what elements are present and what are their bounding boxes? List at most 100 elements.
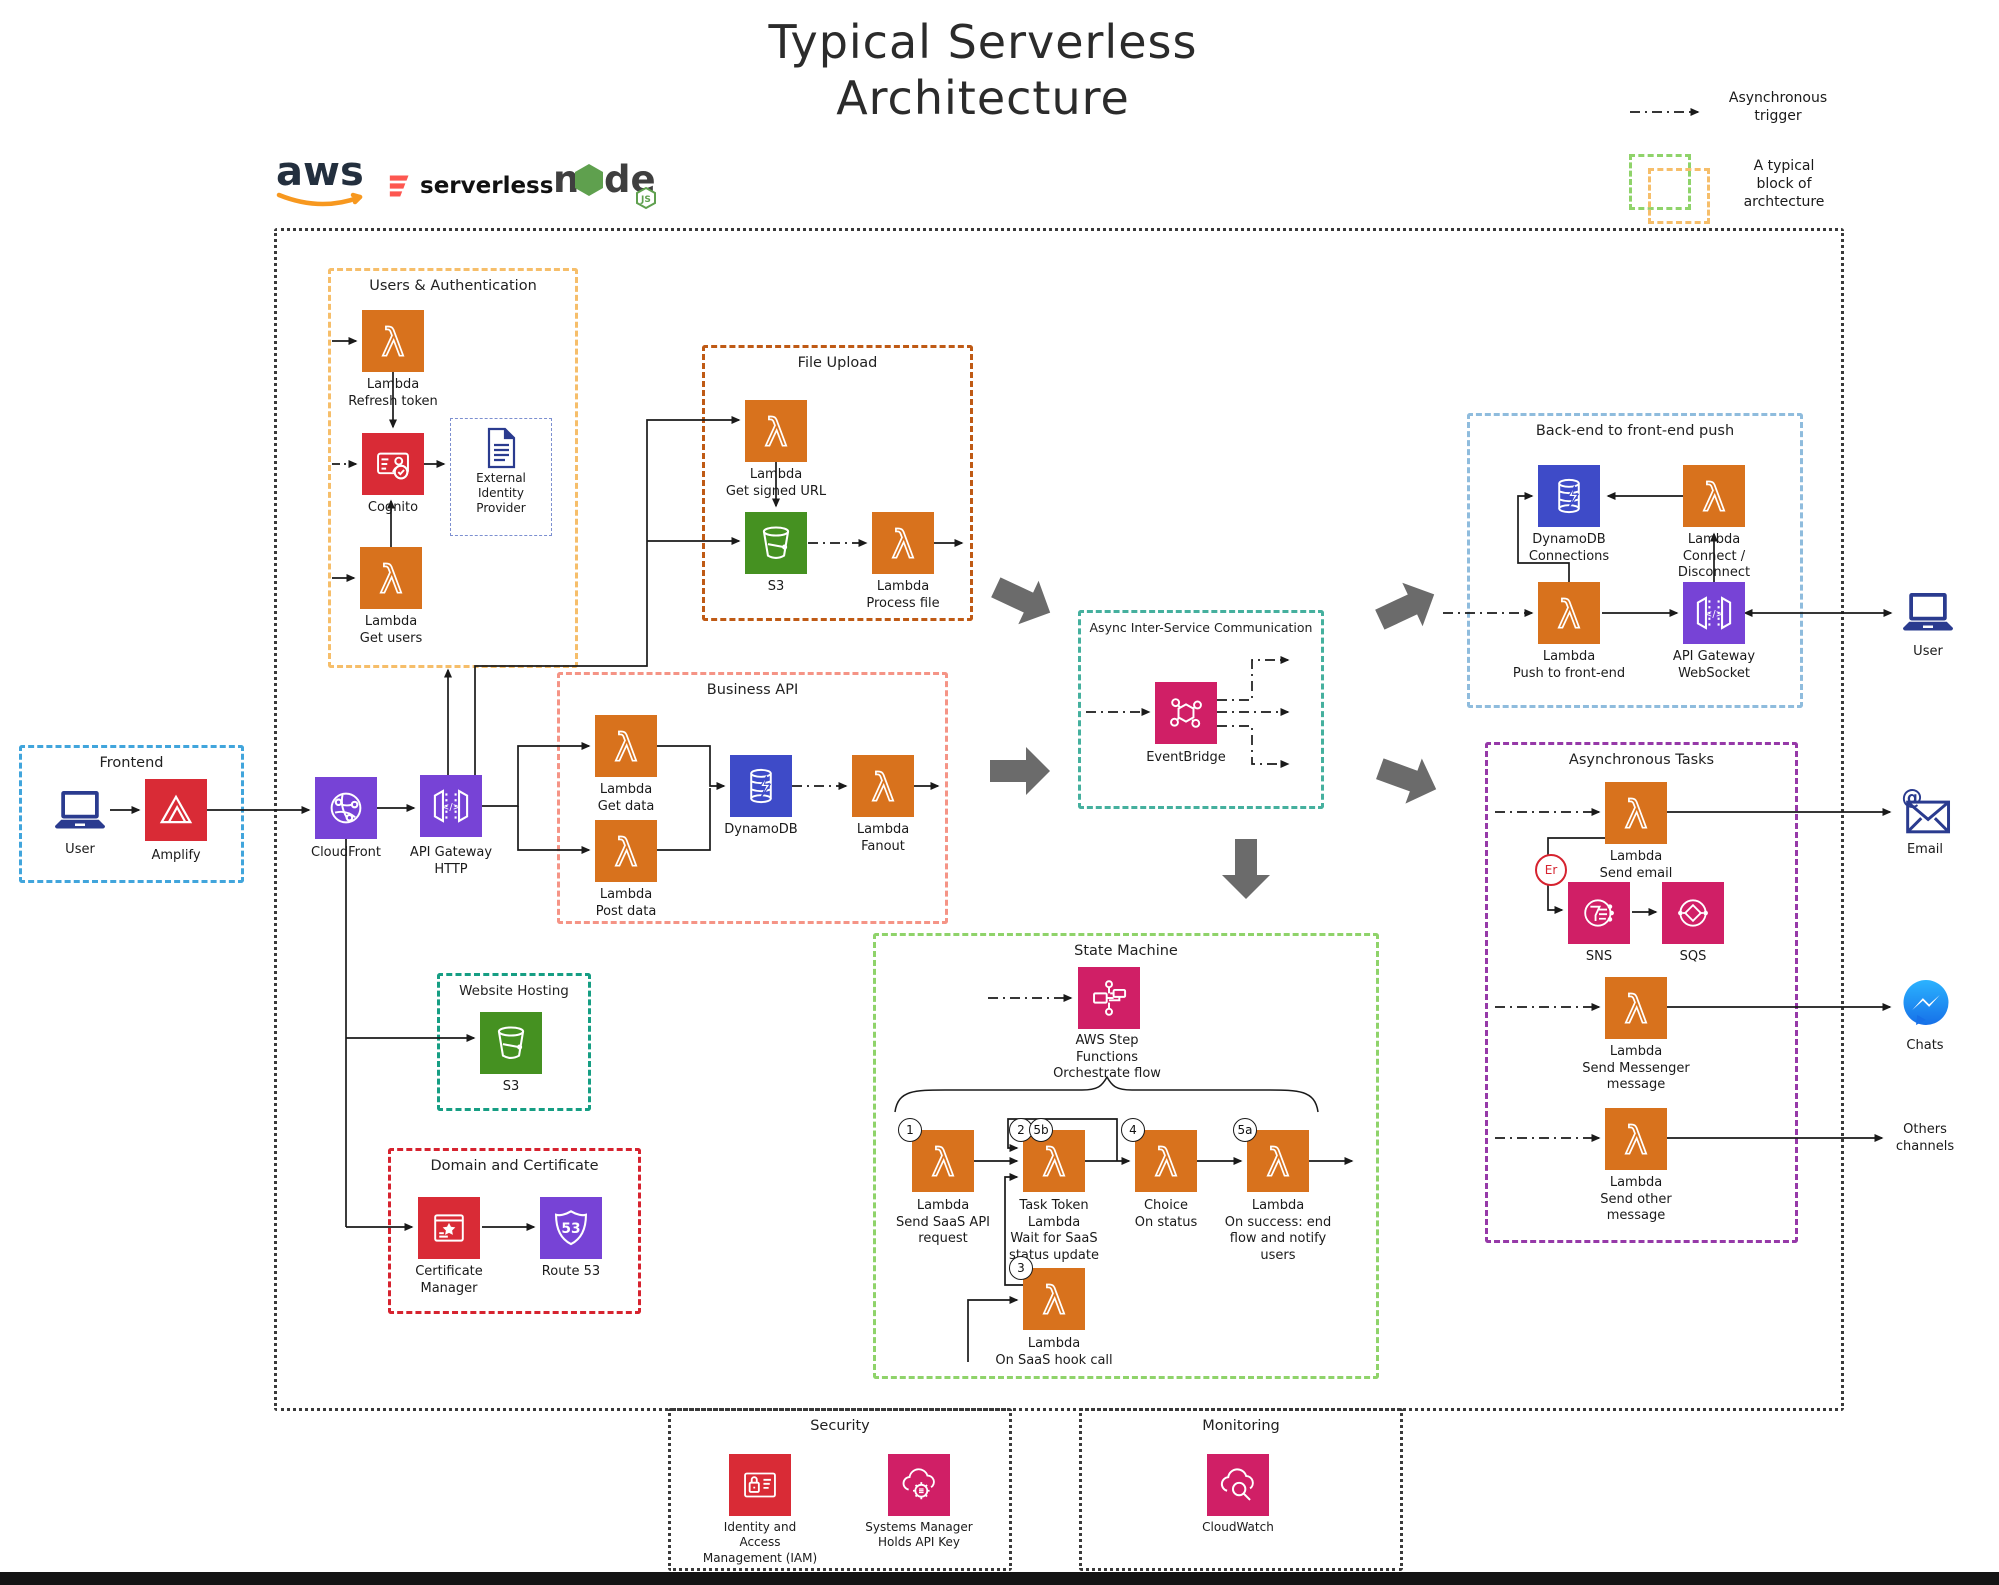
lambda-push-to-frontend-label: Lambda Push to front-end <box>1512 649 1626 681</box>
lambda-refresh-token-icon: λ <box>362 310 424 372</box>
svg-text:λ: λ <box>1155 1140 1178 1185</box>
choice-icon: λ <box>1135 1130 1197 1192</box>
s3-upload-icon <box>745 512 807 574</box>
serverless-logo: serverless <box>384 172 553 200</box>
iam-icon <box>729 1454 791 1516</box>
async-tasks-title: Asynchronous Tasks <box>1568 752 1715 768</box>
svg-text:λ: λ <box>1703 475 1726 520</box>
amplify-icon <box>145 779 207 841</box>
lambda-connect-disconnect-icon: λ <box>1683 465 1745 527</box>
lambda-send-other-label: Lambda Send other message <box>1600 1175 1672 1224</box>
lambda-send-messenger-label: Lambda Send Messenger message <box>1582 1044 1690 1093</box>
lambda-send-saas-icon: λ <box>912 1130 974 1192</box>
state-machine-block: State Machine <box>873 933 1379 1379</box>
node-logo: n de JS <box>553 152 663 212</box>
svg-text:λ: λ <box>892 522 915 567</box>
monitoring-block: Monitoring <box>1079 1408 1403 1571</box>
frontend-user-label: User <box>65 842 95 857</box>
email-icon: @ <box>1893 786 1957 838</box>
backend-push-title: Back-end to front-end push <box>1535 423 1735 439</box>
step-badge-1: 1 <box>898 1118 922 1142</box>
task-token-lambda-label: Task Token Lambda Wait for SaaS status u… <box>1009 1198 1099 1263</box>
others-channels-label: Others channels <box>1895 1122 1955 1154</box>
business-api-block: Business API <box>557 672 948 924</box>
cloudfront-icon <box>315 777 377 839</box>
eventbridge-label: EventBridge <box>1146 750 1226 765</box>
lambda-on-success-icon: λ <box>1247 1130 1309 1192</box>
lambda-post-data-label: Lambda Post data <box>595 887 657 919</box>
dynamodb-connections-label: DynamoDB Connections <box>1528 532 1610 564</box>
gray-flow-arrows <box>990 577 1437 899</box>
svg-text:λ: λ <box>615 830 638 875</box>
systems-manager-icon <box>888 1454 950 1516</box>
legend-green-block <box>1629 154 1691 210</box>
systems-manager-label: Systems Manager Holds API Key <box>865 1520 973 1550</box>
iam-label: Identity and Access Management (IAM) <box>702 1520 818 1565</box>
svg-text:λ: λ <box>380 557 403 602</box>
svg-text:λ: λ <box>1043 1140 1066 1185</box>
lambda-push-to-frontend-icon: λ <box>1538 582 1600 644</box>
svg-text:λ: λ <box>382 320 405 365</box>
sqs-label: SQS <box>1679 949 1707 964</box>
svg-text:λ: λ <box>872 765 895 810</box>
lambda-connect-disconnect-label: Lambda Connect / Disconnect <box>1677 532 1751 581</box>
svg-text:</>: </> <box>441 802 461 813</box>
push-user-icon <box>1897 588 1959 638</box>
api-gateway-http-icon: </> <box>420 775 482 837</box>
business-api-title: Business API <box>706 682 799 698</box>
svg-text:JS: JS <box>640 195 651 205</box>
domain-cert-title: Domain and Certificate <box>430 1158 599 1174</box>
sns-icon <box>1568 882 1630 944</box>
lambda-fanout-label: Lambda Fanout <box>856 822 910 854</box>
push-user-label: User <box>1913 644 1943 659</box>
svg-text:λ: λ <box>615 725 638 770</box>
lambda-get-data-label: Lambda Get data <box>597 782 655 814</box>
async-isc-title: Async Inter-Service Communication <box>1089 620 1313 635</box>
svg-text:λ: λ <box>932 1140 955 1185</box>
external-idp-box: External Identity Provider <box>450 418 552 536</box>
dynamodb-icon <box>730 755 792 817</box>
svg-text:λ: λ <box>765 410 788 455</box>
lambda-on-hook-icon: λ <box>1023 1268 1085 1330</box>
serverless-logo-text: serverless <box>420 173 554 199</box>
step-badge-5b: 5b <box>1029 1118 1053 1142</box>
monitoring-title: Monitoring <box>1202 1418 1280 1434</box>
task-token-lambda-icon: λ <box>1023 1130 1085 1192</box>
certificate-manager-label: Certificate Manager <box>415 1264 483 1296</box>
async-tasks-block: Asynchronous Tasks <box>1485 742 1798 1243</box>
error-badge: Er <box>1535 854 1567 886</box>
svg-text:</>: </> <box>1704 609 1724 620</box>
route53-icon: 53 <box>540 1197 602 1259</box>
external-idp-document-icon <box>487 427 516 469</box>
sqs-icon <box>1662 882 1724 944</box>
amplify-label: Amplify <box>151 848 201 863</box>
step-badge-3: 3 <box>1009 1256 1033 1280</box>
async-isc-block: Async Inter-Service Communication <box>1078 610 1324 809</box>
step-badge-4: 4 <box>1121 1118 1145 1142</box>
users-auth-title: Users & Authentication <box>369 278 537 294</box>
s3-website-icon <box>480 1012 542 1074</box>
frontend-block-title: Frontend <box>99 755 164 771</box>
s3-upload-label: S3 <box>767 579 785 594</box>
api-gateway-websocket-icon: </> <box>1683 582 1745 644</box>
sns-label: SNS <box>1585 949 1613 964</box>
lambda-send-email-label: Lambda Send email <box>1599 849 1673 881</box>
cloudfront-label: CloudFront <box>310 845 382 860</box>
api-gateway-websocket-label: API Gateway WebSocket <box>1672 649 1756 681</box>
aws-logo-text: aws <box>276 149 364 195</box>
lambda-send-other-icon: λ <box>1605 1108 1667 1170</box>
lambda-send-email-icon: λ <box>1605 782 1667 844</box>
bottom-bar <box>0 1572 1999 1585</box>
aws-logo: aws <box>276 152 368 210</box>
route53-label: Route 53 <box>541 1264 601 1279</box>
aws-smile-icon <box>276 192 363 207</box>
svg-text:λ: λ <box>1267 1140 1290 1185</box>
lambda-fanout-icon: λ <box>852 755 914 817</box>
step-functions-icon <box>1078 967 1140 1029</box>
file-upload-title: File Upload <box>797 355 878 371</box>
website-hosting-block: Website Hosting <box>437 973 591 1111</box>
frontend-block: Frontend <box>19 745 244 883</box>
domain-cert-block: Domain and Certificate <box>388 1148 641 1314</box>
